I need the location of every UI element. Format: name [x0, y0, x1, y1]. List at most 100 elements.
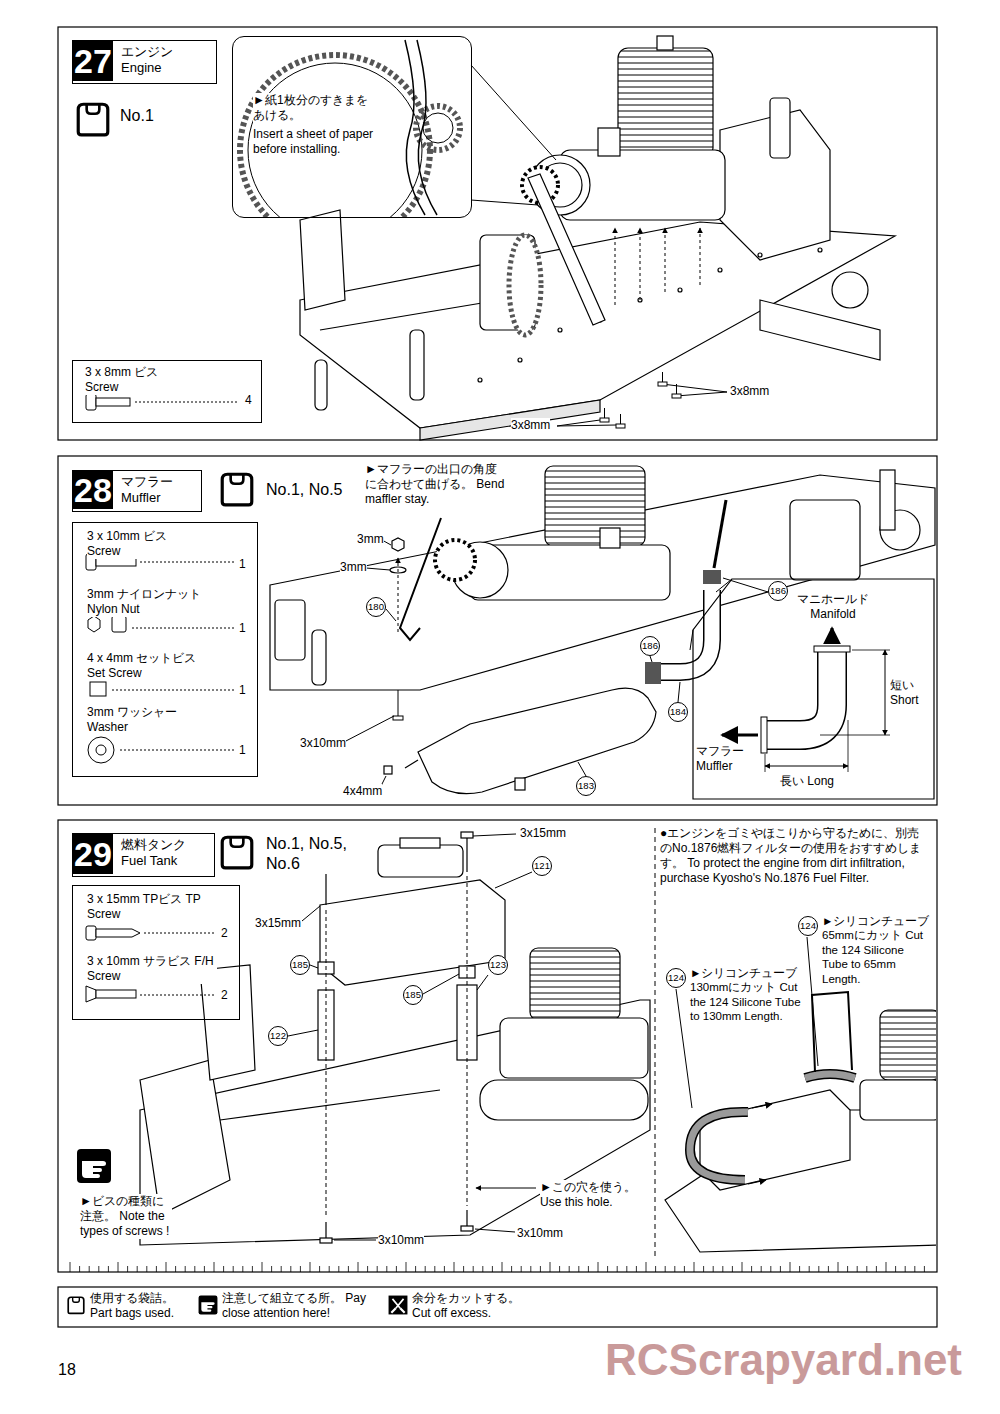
part-size: 3mm	[357, 532, 384, 547]
ruler-ticks	[70, 1262, 924, 1272]
node-text: 1	[239, 743, 246, 758]
ruler-ticks	[742, 1262, 743, 1272]
bag-number: No.1, No.5, No.6	[266, 834, 361, 874]
node-heading: ►紙1枚分のすきまをあける。	[253, 93, 378, 123]
leader-line	[640, 228, 641, 300]
node-heading: 3 x 15mm TPビス TP Screw	[87, 892, 217, 922]
part-icon	[96, 745, 106, 755]
manifold-inset-drawing	[852, 650, 890, 651]
part-icon	[86, 554, 236, 763]
ruler-ticks	[751, 1266, 752, 1272]
callout-number: 121	[532, 856, 552, 876]
gear-mesh-detail	[240, 40, 460, 217]
leader-line	[665, 228, 666, 292]
screw-size: 3x10mm	[378, 1233, 424, 1248]
manifold-inset-drawing	[885, 650, 886, 735]
callout-number: 183	[576, 776, 596, 796]
leader-line	[288, 828, 655, 1256]
bag-number: No.1, No.5	[266, 480, 342, 500]
ruler-ticks	[905, 1266, 906, 1272]
leader-line	[723, 578, 768, 592]
ruler-ticks	[530, 1266, 531, 1272]
ruler-ticks	[790, 1262, 791, 1272]
part-icon	[96, 929, 140, 937]
ruler-ticks	[415, 1266, 416, 1272]
manifold-pipe	[660, 590, 712, 672]
callout-number: 124	[798, 916, 818, 936]
bag-icon	[222, 474, 252, 505]
ruler-ticks	[895, 1266, 896, 1272]
chassis-drawing	[657, 36, 673, 50]
leader-line	[676, 937, 818, 1108]
node-text: マフラー Muffler	[121, 474, 193, 507]
ruler-ticks	[838, 1262, 839, 1272]
screw-size: 4x4mm	[343, 784, 382, 799]
screw-size: 3x10mm	[517, 1226, 563, 1241]
ruler-ticks	[137, 1266, 138, 1272]
chassis-drawing	[480, 1080, 648, 1120]
chassis-drawing	[880, 470, 895, 530]
callout-number: 124	[666, 968, 686, 988]
screw-symbol	[620, 414, 621, 424]
leader-line	[578, 762, 586, 776]
node-text: 2	[221, 988, 228, 1003]
chassis-drawing	[418, 688, 656, 793]
step-title-box: 27エンジン Engine	[72, 40, 217, 84]
node-text: 3mm ナイロンナット Nylon Nut	[87, 587, 212, 617]
manifold-inset-drawing	[765, 650, 832, 735]
node-text: 3 x 10mm サラビス F/H Screw	[87, 954, 217, 984]
callout-number: 186	[640, 636, 660, 656]
manifold-inset-drawing	[848, 720, 849, 772]
part-icon	[140, 995, 216, 996]
chassis-drawing	[832, 272, 868, 308]
panel-frame	[58, 27, 937, 440]
ruler-ticks	[262, 1262, 263, 1272]
ruler-ticks	[310, 1262, 311, 1272]
ruler-ticks	[847, 1266, 848, 1272]
manifold-inset-drawing	[765, 754, 766, 772]
chassis-drawing	[530, 948, 620, 1020]
ruler-ticks	[770, 1266, 771, 1272]
ruler-ticks	[473, 1266, 474, 1272]
chassis-drawing	[320, 1238, 332, 1243]
callout-number: 122	[268, 1026, 288, 1046]
node-heading: 3 x 10mm ビス Screw	[87, 529, 182, 559]
note-text: ►ビスの種類に注意。 Note the types of screws !	[80, 1194, 172, 1239]
chassis-drawing	[315, 360, 327, 410]
screw-symbol	[600, 372, 681, 428]
ruler-ticks	[358, 1262, 359, 1272]
page-number: 18	[58, 1360, 76, 1380]
chassis-drawing	[312, 630, 326, 685]
leader-line	[662, 384, 727, 392]
chassis-drawing	[325, 1222, 326, 1238]
ruler-ticks	[578, 1266, 579, 1272]
chassis-drawing	[478, 378, 482, 382]
manifold-pipe	[660, 590, 712, 672]
chassis-drawing	[558, 328, 562, 332]
ruler-ticks	[233, 1266, 234, 1272]
screw-symbol	[672, 394, 681, 398]
manifold-inset-drawing	[722, 734, 758, 737]
leader-line	[344, 716, 394, 742]
leader-line	[471, 65, 727, 426]
ruler-ticks	[569, 1266, 570, 1272]
watermark: RCScrapyard.net	[605, 1332, 962, 1387]
ruler-ticks	[194, 1266, 195, 1272]
leader-line	[655, 828, 656, 1256]
screw-size: 3x10mm	[300, 736, 346, 751]
chassis-drawing	[545, 466, 645, 546]
part-icon	[96, 990, 136, 998]
legend-icon	[389, 1296, 408, 1315]
gear-mesh-detail	[417, 40, 437, 215]
chassis-drawing	[300, 210, 345, 310]
note-text: ►シリコンチューブ 130mmにカット Cut the 124 Silicone…	[690, 966, 802, 1024]
chassis-drawing	[466, 838, 467, 872]
ruler-ticks	[454, 1262, 455, 1272]
chassis-drawing	[515, 778, 525, 790]
fuel-line-detail	[690, 1112, 748, 1180]
leader-line	[398, 558, 399, 632]
parts-box: 3 x 10mm ビス Screw13mm ナイロンナット Nylon Nut1…	[72, 522, 258, 777]
ruler-ticks	[866, 1266, 867, 1272]
ruler-ticks	[281, 1266, 282, 1272]
ruler-ticks	[214, 1262, 215, 1272]
